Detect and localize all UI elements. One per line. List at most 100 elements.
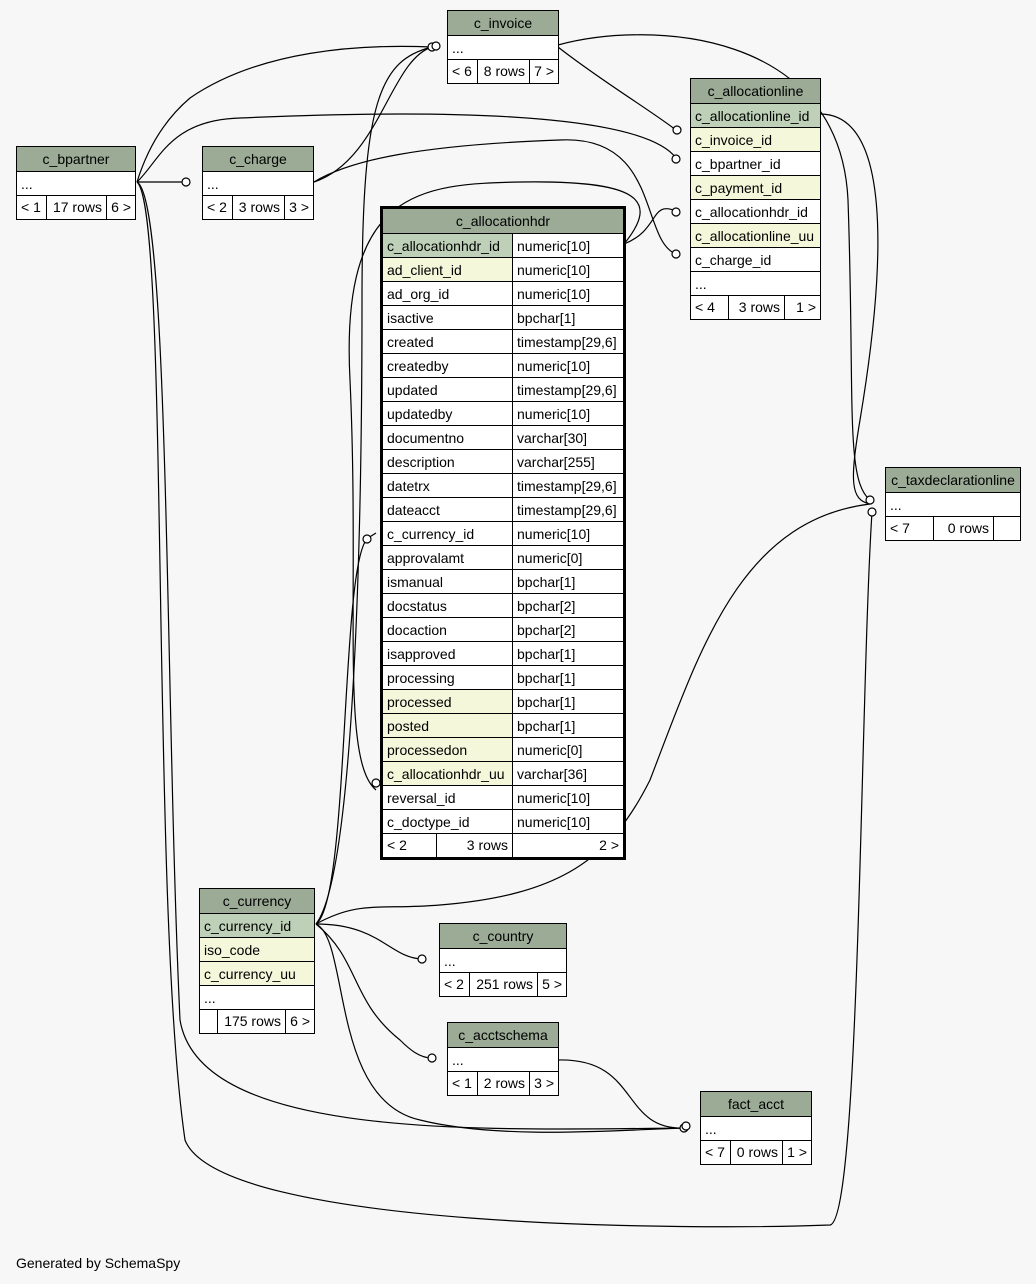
column-type: timestamp[29,6] (517, 502, 617, 518)
table-title: c_country (440, 924, 566, 949)
column-c-payment-id: c_payment_id (691, 176, 820, 200)
children-count: 6 > (290, 1013, 310, 1029)
children-count: 6 > (111, 199, 131, 215)
column-type: numeric[10] (517, 262, 591, 278)
children-count: 5 > (542, 976, 562, 992)
table-c-acctschema[interactable]: c_acctschema ... < 1 2 rows 3 > (447, 1022, 559, 1096)
column-name: updatedby (383, 402, 513, 425)
edge-currency-acctschema (315, 923, 433, 1059)
column-name: description (383, 450, 513, 473)
table-c-allocationline[interactable]: c_allocationline c_allocationline_id c_i… (690, 78, 821, 320)
column-name: processed (383, 690, 513, 713)
table-title: c_charge (203, 147, 313, 172)
parents-count: < 6 (448, 60, 478, 83)
edge-currency-country (315, 923, 423, 960)
table-c-country[interactable]: c_country ... < 2 251 rows 5 > (439, 923, 567, 997)
column-type: varchar[30] (517, 430, 588, 446)
column-name: reversal_id (383, 786, 513, 809)
column-type: numeric[10] (517, 238, 591, 254)
children-count: 3 > (289, 199, 309, 215)
more-columns: ... (448, 1048, 558, 1072)
column-name: processing (383, 666, 513, 689)
more-columns: ... (701, 1117, 811, 1141)
table-title: c_currency (200, 889, 314, 914)
table-footer: < 6 8 rows 7 > (448, 60, 558, 83)
column-type: numeric[0] (517, 550, 583, 566)
column-c-currency-id: c_currency_id (200, 914, 314, 938)
column-type: varchar[36] (517, 766, 588, 782)
column-type: timestamp[29,6] (517, 478, 617, 494)
column-iso-code: iso_code (200, 938, 314, 962)
table-c-taxdeclarationline[interactable]: c_taxdeclarationline ... < 7 0 rows (885, 467, 1021, 541)
column-type: numeric[10] (517, 526, 591, 542)
row-count: 3 rows (233, 196, 285, 219)
table-title: c_taxdeclarationline (886, 468, 1020, 493)
table-title: c_bpartner (17, 147, 135, 172)
table-c-currency[interactable]: c_currency c_currency_id iso_code c_curr… (199, 888, 315, 1034)
edge-bpartner-invoice (136, 45, 433, 183)
column-type: bpchar[1] (517, 694, 576, 710)
column-type: timestamp[29,6] (517, 382, 617, 398)
parents-count: < 1 (448, 1072, 478, 1095)
children-count: 2 > (599, 837, 619, 853)
column-name: processedon (383, 738, 513, 761)
column-name: docstatus (383, 594, 513, 617)
column-name: datetrx (383, 474, 513, 497)
column-name: isactive (383, 306, 513, 329)
table-title: c_allocationline (691, 79, 820, 104)
column-type: bpchar[1] (517, 310, 576, 326)
table-footer: < 2 3 rows 3 > (203, 196, 313, 219)
column-type: numeric[10] (517, 358, 591, 374)
table-footer: < 1 17 rows 6 > (17, 196, 135, 219)
column-c-allocationline-id: c_allocationline_id (691, 104, 820, 128)
column-type: numeric[10] (517, 790, 591, 806)
edge-bpartner-taxdecl (136, 181, 873, 1228)
column-name: c_allocationhdr_uu (383, 762, 513, 785)
row-count: 8 rows (478, 60, 530, 83)
parents-count: < 2 (203, 196, 233, 219)
column-name: c_doctype_id (383, 810, 513, 833)
column-name: ismanual (383, 570, 513, 593)
column-c-allocationhdr-id: c_allocationhdr_id (691, 200, 820, 224)
table-c-invoice[interactable]: c_invoice ... < 6 8 rows 7 > (447, 10, 559, 84)
column-type: numeric[10] (517, 814, 591, 830)
table-footer: < 4 3 rows 1 > (691, 296, 820, 319)
column-name: c_currency_id (383, 522, 513, 545)
more-columns: ... (200, 986, 314, 1010)
table-c-bpartner[interactable]: c_bpartner ... < 1 17 rows 6 > (16, 146, 136, 220)
edge-currency-factacct (315, 923, 685, 1133)
table-footer: < 1 2 rows 3 > (448, 1072, 558, 1095)
edge-acctschema-factacct (557, 1059, 685, 1129)
children-count: 7 > (534, 63, 554, 79)
parents-count: < 7 (886, 517, 934, 540)
row-count: 2 rows (478, 1072, 530, 1095)
parents-count: < 2 (440, 973, 470, 996)
more-columns: ... (17, 172, 135, 196)
column-type: bpchar[1] (517, 646, 576, 662)
row-count: 3 rows (729, 296, 785, 319)
table-c-charge[interactable]: c_charge ... < 2 3 rows 3 > (202, 146, 314, 220)
edge-invoice-taxdecl (557, 34, 871, 501)
column-type: numeric[10] (517, 406, 591, 422)
column-name: ad_client_id (383, 258, 513, 281)
parents-count (200, 1010, 218, 1033)
row-count: 175 rows (218, 1010, 286, 1033)
table-footer: < 2 3 rows 2 > (383, 834, 623, 857)
edge-allocline-taxdecl (819, 113, 879, 505)
column-type: bpchar[1] (517, 574, 576, 590)
table-fact-acct[interactable]: fact_acct ... < 7 0 rows 1 > (700, 1091, 812, 1165)
edge-allochdr-allocline (623, 208, 677, 245)
